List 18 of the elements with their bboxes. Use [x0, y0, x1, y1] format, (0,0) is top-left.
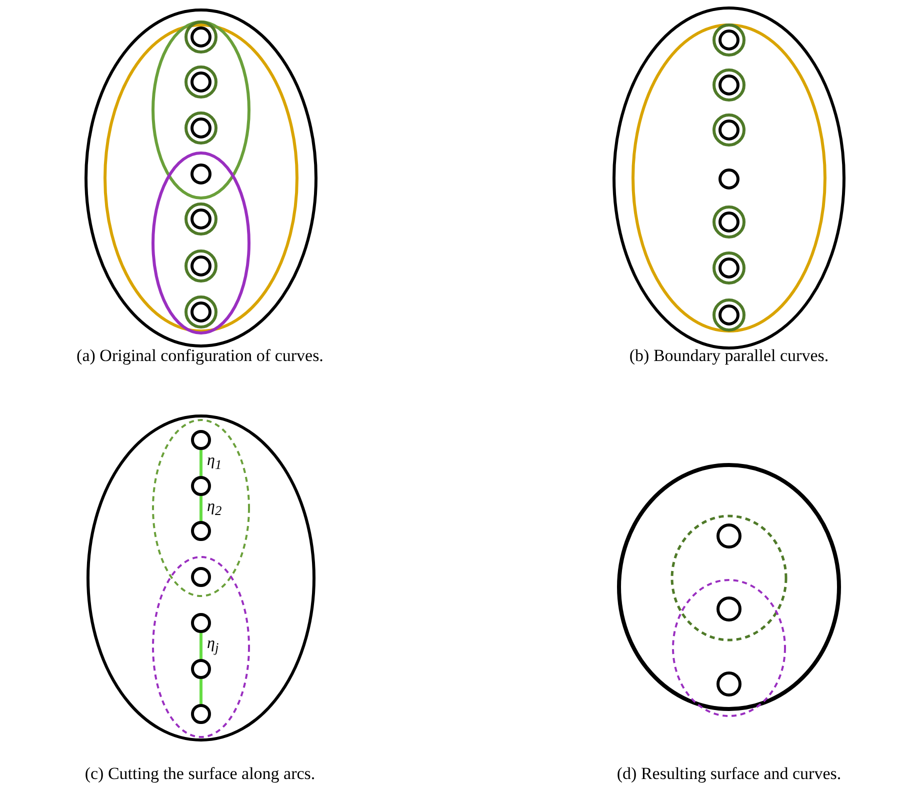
- boundary-hole: [191, 476, 211, 496]
- boundary-hole: [191, 521, 211, 541]
- boundary-hole: [191, 430, 211, 450]
- arc: [200, 633, 202, 659]
- boundary-hole: [191, 659, 211, 679]
- subfigure-caption: (d) Resulting surface and curves.: [616, 764, 842, 784]
- arc-label: η$_{1}$: [207, 453, 222, 474]
- arc-label: η$_{2}$: [207, 498, 222, 519]
- boundary-hole: [191, 567, 211, 587]
- arc: [200, 450, 202, 476]
- subfigure-caption: (a) Original configuration of curves.: [76, 346, 324, 366]
- arc-label: η$_{j}$: [207, 636, 219, 656]
- boundary-hole: [191, 613, 211, 633]
- subfigure-caption: (c) Cutting the surface along arcs.: [84, 764, 316, 784]
- subfigure-caption: (b) Boundary parallel curves.: [629, 346, 829, 366]
- arc: [200, 496, 202, 521]
- boundary-hole: [191, 704, 211, 724]
- arc: [200, 679, 202, 704]
